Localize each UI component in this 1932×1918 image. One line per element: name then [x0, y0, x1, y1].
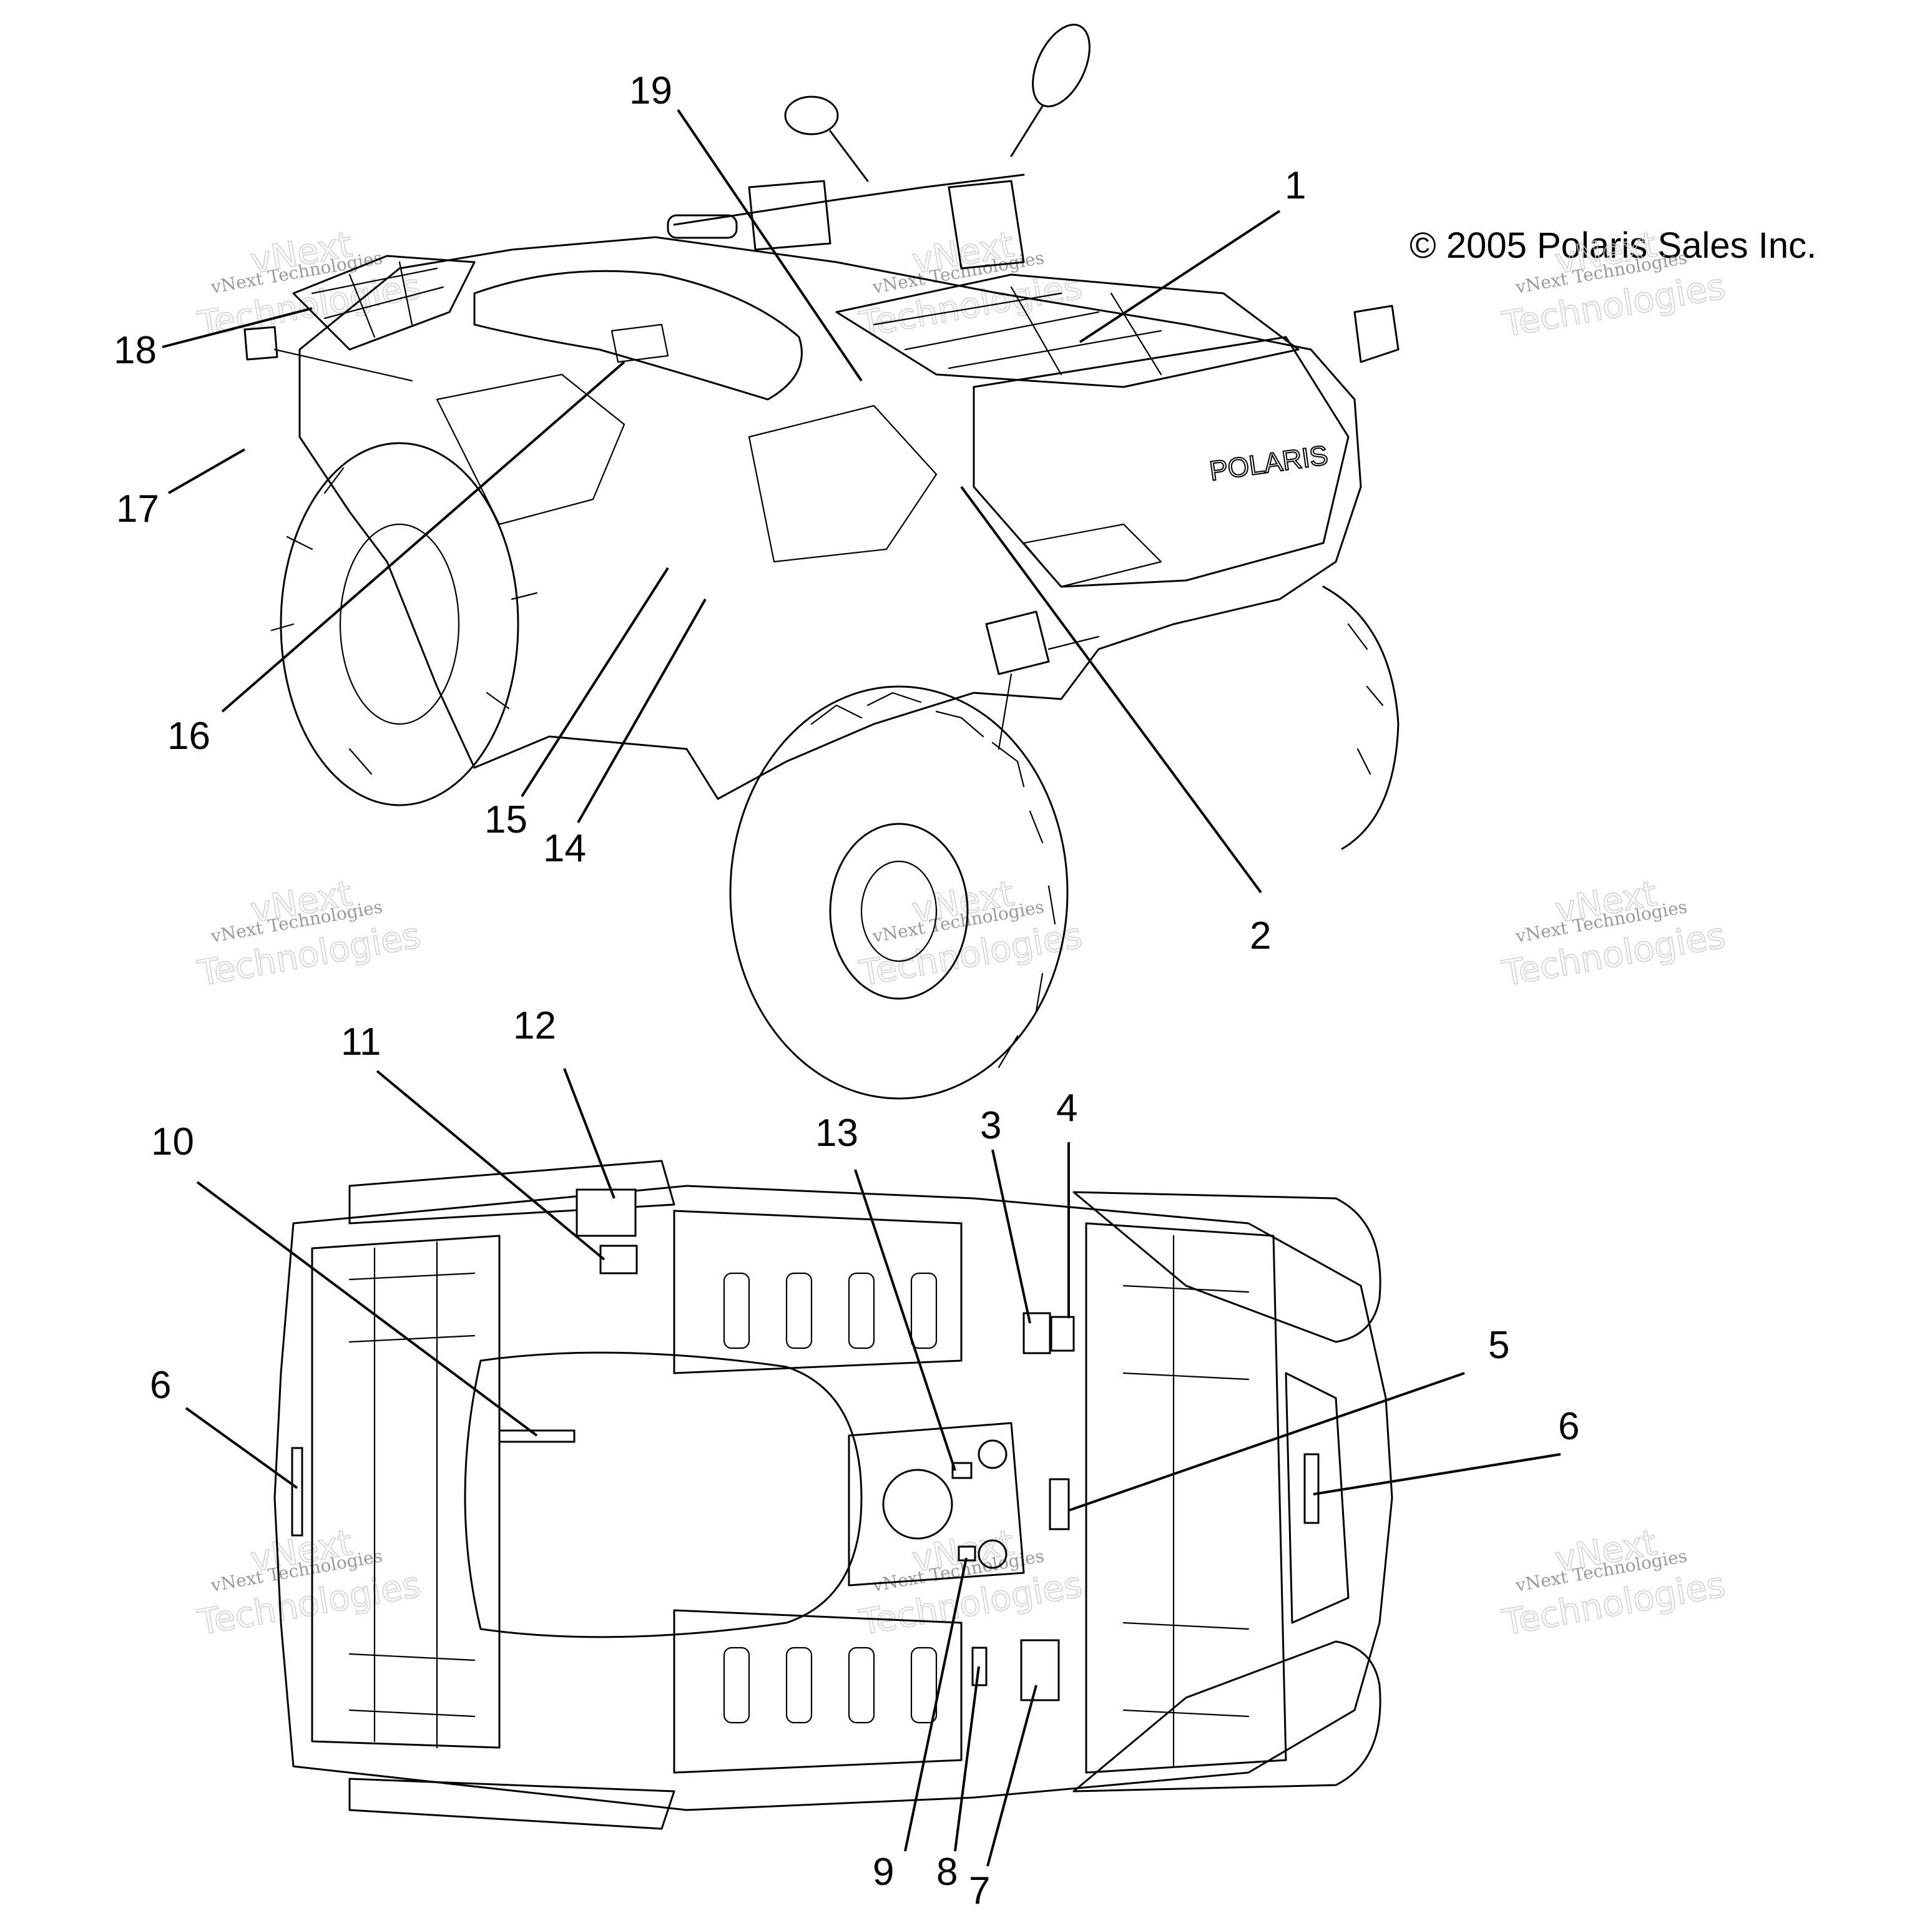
- far-rear-wheel: [1322, 585, 1400, 850]
- fuel-console: [848, 1422, 1025, 1587]
- decal-6-rear: [291, 1447, 303, 1537]
- mirror-right: [1032, 24, 1091, 107]
- callout-16: 16: [167, 715, 210, 758]
- front-tire-left: [1072, 1191, 1381, 1343]
- callout-9: 9: [873, 1851, 894, 1894]
- callout-12: 12: [513, 1004, 556, 1047]
- copyright-text: © 2005 Polaris Sales Inc.: [1410, 225, 1817, 266]
- decal-4: [1050, 1316, 1075, 1352]
- rear-wheel: [280, 442, 519, 806]
- callout-10: 10: [151, 1120, 194, 1163]
- top-body-outline: [273, 1185, 1393, 1811]
- front-fender: [973, 336, 1350, 588]
- decal-13: [951, 1462, 973, 1479]
- top-seat: [464, 1351, 863, 1638]
- watermarks: vNext Technologies Technologies vNext vN…: [194, 224, 1729, 1644]
- decal-3: [1022, 1312, 1051, 1354]
- front-rack: [835, 273, 1300, 388]
- leader-15: [521, 567, 669, 798]
- callout-8: 8: [936, 1851, 958, 1894]
- decal-5: [1049, 1478, 1070, 1530]
- decal-17: [243, 326, 278, 361]
- footrest-right: [673, 1609, 963, 1774]
- watermark: vNext Technologies Technologies vNext: [1499, 873, 1729, 995]
- mirror-left: [784, 95, 839, 135]
- front-tire-right: [1072, 1640, 1381, 1793]
- fuel-cap: [882, 1469, 953, 1540]
- handlebar: [673, 174, 1025, 226]
- decal-11: [599, 1245, 638, 1275]
- atv-perspective-view: POLARIS: [243, 24, 1400, 1100]
- leader-9: [904, 1557, 968, 1852]
- callout-numbers: 1 2 3 4 5 6 6 7 8 9 10 11 12 13 14 15 16…: [114, 69, 1579, 1912]
- leader-13: [854, 1169, 956, 1471]
- watermark: vNext Technologies Technologies vNext: [1499, 1522, 1729, 1644]
- callout-6-front: 6: [1558, 1405, 1579, 1448]
- decal-10: [498, 1429, 576, 1443]
- leader-6-rear: [185, 1407, 298, 1489]
- leader-14: [577, 599, 707, 823]
- callout-11: 11: [341, 1020, 381, 1064]
- leader-lines: [162, 109, 1561, 1867]
- grip: [667, 214, 738, 239]
- leader-11: [376, 1070, 606, 1261]
- leader-2: [960, 486, 1262, 894]
- callout-17: 17: [116, 487, 159, 531]
- seat: [473, 270, 803, 401]
- rear-rack: [292, 255, 476, 351]
- callout-5: 5: [1488, 1324, 1509, 1367]
- watermark: vNext Technologies Technologies vNext: [194, 1522, 424, 1644]
- front-wheel: [729, 685, 1069, 1100]
- leader-10: [196, 1181, 538, 1437]
- watermark: vNext Technologies Technologies vNext: [194, 873, 424, 995]
- leader-3: [991, 1149, 1031, 1324]
- watermark: vNext Technologies Technologies vNext: [194, 224, 424, 346]
- atv-body-outline: [298, 236, 1362, 800]
- leader-12: [563, 1068, 615, 1199]
- callout-18: 18: [114, 329, 157, 372]
- decal-6-front: [1303, 1453, 1320, 1524]
- callout-4: 4: [1056, 1087, 1077, 1130]
- decal-12: [576, 1188, 637, 1237]
- callout-15: 15: [484, 798, 527, 841]
- leader-6-front: [1313, 1453, 1561, 1495]
- top-front-rack: [1085, 1222, 1287, 1774]
- leader-5: [1068, 1372, 1465, 1512]
- callout-2: 2: [1250, 914, 1271, 957]
- side-decal-16-area: [610, 323, 669, 363]
- footrest-left: [673, 1210, 963, 1374]
- callout-1: 1: [1285, 164, 1306, 207]
- leader-19: [677, 109, 863, 382]
- decal-8: [971, 1646, 988, 1686]
- callout-13: 13: [815, 1112, 858, 1155]
- leader-16: [221, 361, 625, 713]
- callout-19: 19: [629, 69, 672, 112]
- top-rear-rack: [311, 1235, 501, 1749]
- watermark: vNext Technologies Technologies vNext: [856, 224, 1086, 346]
- leader-7: [986, 1685, 1037, 1867]
- headlight: [1353, 305, 1400, 363]
- callout-3: 3: [980, 1104, 1001, 1147]
- decal-7: [1020, 1639, 1060, 1701]
- leader-17: [168, 448, 245, 494]
- callout-6-rear: 6: [150, 1364, 171, 1407]
- leader-1: [1079, 210, 1281, 343]
- callout-14: 14: [543, 827, 586, 870]
- leader-8: [954, 1666, 980, 1852]
- leader-18: [162, 307, 313, 348]
- fender-logo: POLARIS: [1208, 440, 1330, 487]
- callout-7: 7: [969, 1869, 990, 1912]
- atv-top-view: [273, 1160, 1393, 1830]
